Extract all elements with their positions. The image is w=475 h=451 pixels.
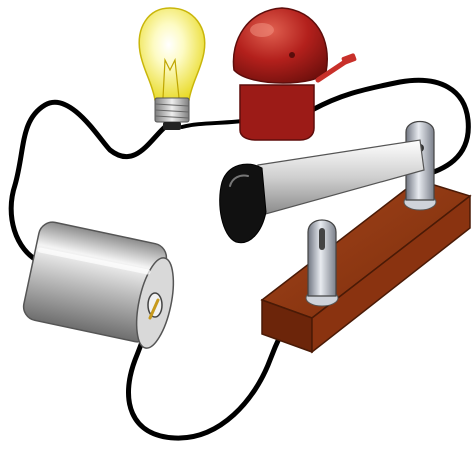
bulb-glass: [139, 8, 204, 100]
switch-post-left-slot: [319, 228, 325, 250]
bell-housing: [240, 85, 314, 140]
bell-screw: [289, 52, 295, 58]
bell-highlight: [250, 23, 274, 37]
electric-bell: [233, 8, 356, 140]
bulb-contact: [163, 122, 181, 130]
knife-switch: [220, 122, 470, 353]
cell-battery: [21, 220, 180, 352]
bell-dome: [233, 8, 327, 83]
light-bulb: [139, 8, 204, 130]
bell-striker-head: [341, 53, 357, 65]
